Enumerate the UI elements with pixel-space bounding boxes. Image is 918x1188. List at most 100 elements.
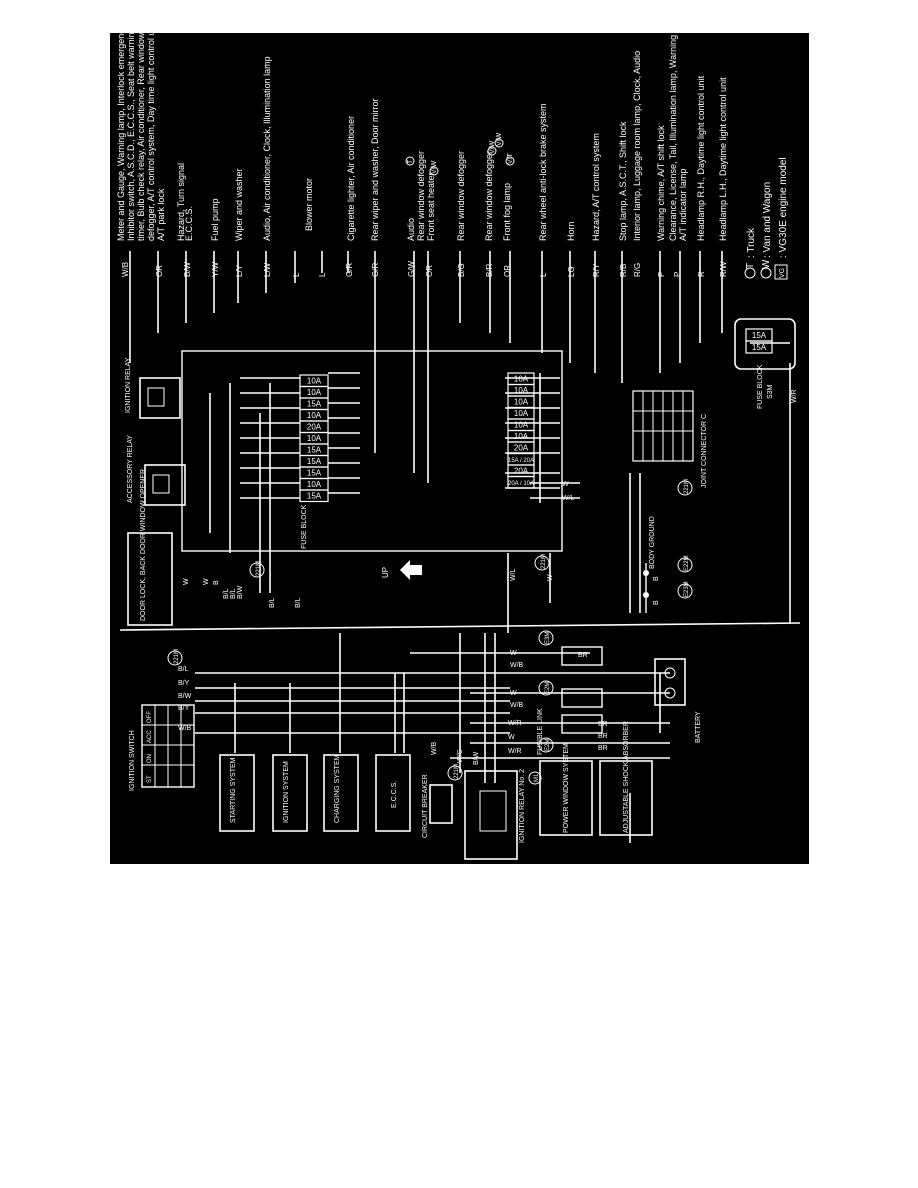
legend-text: : VG30E engine model — [778, 157, 789, 258]
consumer-label: A/T indicator lamp — [678, 169, 688, 241]
body-ground-label: BODY GROUND — [649, 516, 656, 569]
wire-code: P — [657, 272, 666, 277]
wire-label: W — [562, 481, 569, 488]
consumer-label: Rear window defogger — [456, 151, 466, 241]
eccs-label: E.C.C.S. — [391, 781, 398, 808]
fuse-rating: 10A — [514, 398, 529, 407]
switch-position: ST — [147, 775, 153, 783]
fuse-rating: 10A — [514, 375, 529, 384]
consumer-tag: V/W — [489, 140, 496, 154]
connector-code: 221M — [174, 649, 180, 664]
wire-label: W — [203, 578, 210, 585]
wire-label: W — [510, 690, 517, 697]
wire-label: BR — [598, 733, 608, 740]
wire-code: P — [673, 272, 682, 277]
wire-code: G/R — [371, 263, 380, 277]
power-window-box: POWER WINDOW SYSTEM — [539, 743, 593, 836]
starting-system-box — [219, 754, 255, 832]
consumer-label: Interior lamp, Luggage room lamp, Clock,… — [632, 51, 642, 241]
consumer-label: Rear wheel anti-lock brake system — [538, 103, 548, 241]
connector-code: 221M — [256, 561, 262, 576]
consumer-label: Hazard, Turn signal — [176, 163, 186, 241]
wire-code: LG — [567, 266, 576, 277]
power-window-label: POWER WINDOW SYSTEM — [563, 743, 570, 833]
ignition-system-box — [272, 754, 308, 832]
wire-code: R/B — [619, 264, 628, 277]
accessory-relay: ACCESSORY RELAY — [127, 435, 186, 506]
wire-label: BR — [578, 652, 588, 659]
wire-code: R/G — [633, 263, 642, 277]
ignition-relay: IGNITION RELAY — [125, 357, 181, 419]
wire-code: B/R — [485, 263, 494, 277]
wire-code: R/Y — [592, 263, 601, 277]
connector-code: E2M — [545, 739, 551, 751]
wire-label: W/B — [510, 662, 524, 669]
fusible-link-label: FUSIBLE LINK — [537, 708, 544, 755]
fuse-rating: 20A — [514, 467, 529, 476]
consumer-labels: Meter and Gauge, Warning lamp, Interlock… — [116, 33, 728, 241]
wire-label: B/L — [269, 597, 276, 608]
legend-code: VG — [779, 268, 786, 278]
connector-code: E22M — [684, 555, 690, 571]
consumer-label: Stop lamp, A.S.C.T., Shift lock — [618, 121, 628, 241]
fuse-cell — [745, 340, 773, 354]
wire-label: W/G — [457, 749, 464, 763]
wire-label: W — [510, 650, 517, 657]
up-arrow: UP — [381, 560, 422, 580]
wire-code: L/Y — [235, 264, 244, 277]
consumer-label: Headlamp L.H., Daytime light control uni… — [718, 77, 728, 241]
wire-code: R/W — [719, 261, 728, 277]
wire-label: W/B — [431, 741, 438, 755]
fuse-rating: 20A / 10A — [508, 481, 534, 487]
wire-label: W/R — [508, 720, 522, 727]
switch-position: ACC — [147, 730, 153, 743]
fuse-rating: 10A — [307, 377, 322, 386]
fuse-cell — [507, 475, 535, 489]
wire-code: R — [697, 271, 706, 277]
fuse-rating: 15A — [752, 331, 767, 340]
subsystem-boxes: STARTING SYSTEM IGNITION SYSTEM CHARGING… — [219, 754, 411, 832]
consumer-label: Rear window defogger — [484, 151, 494, 241]
wire-code: W/B — [121, 262, 130, 277]
fuse-rating: 10A — [514, 421, 529, 430]
ignition-relay-label: IGNITION RELAY — [125, 357, 132, 413]
wire-label: B/L — [223, 588, 230, 599]
consumer-label: Rear wiper and washer, Door mirror — [370, 98, 380, 241]
connector-code: E23M — [684, 581, 690, 597]
consumer-label: Warning chime, A/T shift lock — [656, 125, 666, 241]
consumer-label: Audio, Air conditioner, Clock, Illuminat… — [262, 56, 272, 241]
door-lock-box: DOOR LOCK, BACK DOOR WINDOW OPENER — [127, 469, 173, 626]
consumer-tag: V/W — [496, 132, 503, 146]
consumer-label: Clearance, License, Tail, Illumination l… — [668, 33, 678, 241]
wiring-diagram-canvas: Meter and Gauge, Warning lamp, Interlock… — [116, 33, 801, 860]
wire-label: B/W — [178, 693, 192, 700]
fuse-rating: 10A — [307, 434, 322, 443]
fuse-rating: 15A — [752, 343, 767, 352]
fuse-rating: 15A — [307, 457, 322, 466]
joint-connector: JOINT CONNECTOR C — [632, 390, 708, 488]
upper-fuse-block-label: FUSE BLOCK — [757, 364, 764, 409]
charging-system-box — [323, 754, 359, 832]
consumer-label: A/T park lock — [156, 188, 166, 241]
model-legend: T : Truck W : Van and Wagon VG : VG30E e… — [744, 157, 789, 280]
wire-code: L — [318, 272, 327, 277]
wire-label: W — [183, 578, 190, 585]
fuse-rating: 15A — [307, 492, 322, 501]
ignition-system-label: IGNITION SYSTEM — [283, 761, 290, 823]
eccs-box — [375, 754, 411, 832]
consumer-label: Meter and Gauge, Warning lamp, Interlock… — [116, 33, 126, 241]
consumer-label: Inhibitor switch, A.S.C.D., E.C.C.S., Se… — [126, 33, 136, 241]
accessory-relay-label: ACCESSORY RELAY — [127, 435, 134, 503]
wire-code: G/R — [345, 263, 354, 277]
ignition-relay-no2: IGNITION RELAY No. 2 — [464, 769, 526, 860]
connector-code: M1 — [534, 773, 540, 782]
consumer-label: Rear window defogger — [416, 151, 426, 241]
legend-code: W — [761, 259, 772, 269]
wire-label: B/W — [473, 751, 480, 765]
charging-system-label: CHARGING SYSTEM — [334, 754, 341, 823]
wire-label: B/L — [178, 666, 189, 673]
fuse-rating: 10A — [307, 411, 322, 420]
connector-code: E2M — [545, 682, 551, 694]
consumer-label: Blower motor — [304, 178, 314, 231]
